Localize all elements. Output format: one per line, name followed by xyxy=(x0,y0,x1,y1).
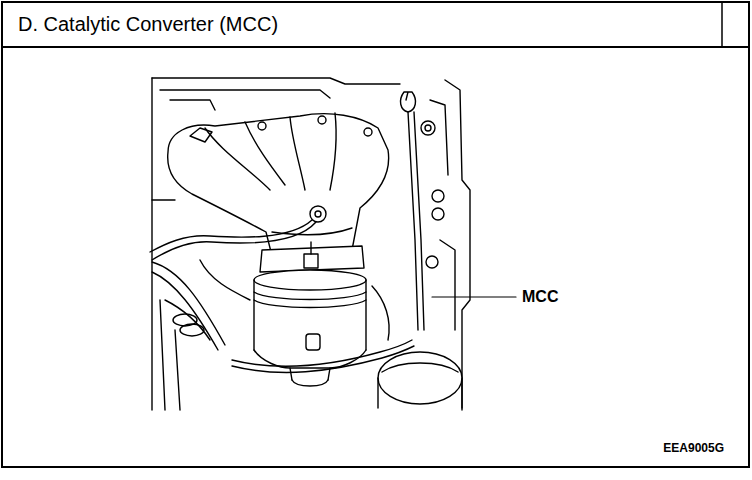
section-title: D. Catalytic Converter (MCC) xyxy=(18,14,278,34)
part-label: MCC xyxy=(522,289,558,305)
figure-code: EEA9005G xyxy=(663,442,724,454)
